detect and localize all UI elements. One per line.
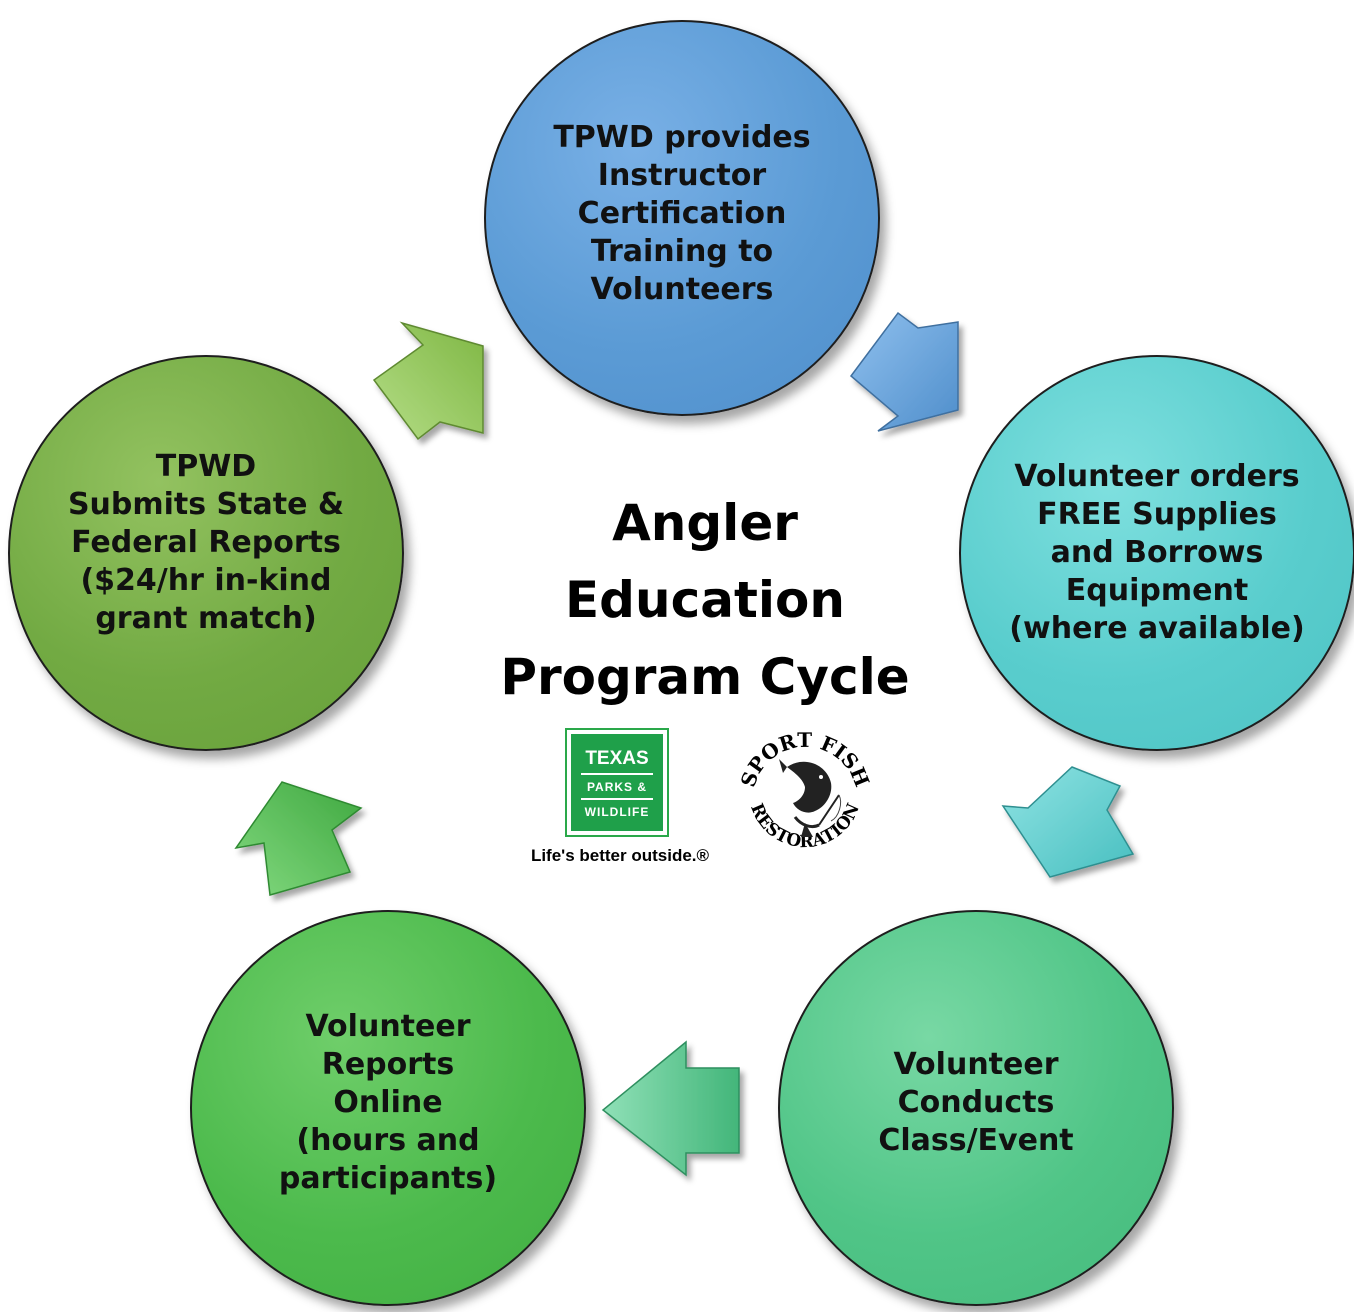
step-label: Volunteer Reports Online (hours and part… <box>278 1009 498 1196</box>
fish-icon <box>779 759 842 837</box>
step-conduct-class: Volunteer Conducts Class/Event <box>778 910 1174 1306</box>
step-order-supplies: Volunteer orders FREE Supplies and Borro… <box>959 355 1354 751</box>
step-report-online: Volunteer Reports Online (hours and part… <box>190 910 586 1306</box>
arrow-5 <box>372 321 484 441</box>
step-label: TPWD provides Instructor Certification T… <box>553 120 811 307</box>
step-label: Volunteer Conducts Class/Event <box>878 1047 1074 1158</box>
arrow-2 <box>1001 766 1135 878</box>
tpwd-logo-line3: WILDLIFE <box>584 805 650 819</box>
step-label: TPWD Submits State & Federal Reports ($2… <box>67 449 345 636</box>
step-instructor-training: TPWD provides Instructor Certification T… <box>484 20 880 416</box>
step-submit-reports: TPWD Submits State & Federal Reports ($2… <box>8 355 404 751</box>
diagram-title: Angler Education Program Cycle <box>500 494 910 706</box>
arrow-3 <box>601 1040 740 1177</box>
tpwd-tagline: Life's better outside.® <box>530 846 710 865</box>
arrow-1 <box>849 311 959 432</box>
step-label: Volunteer orders FREE Supplies and Borro… <box>1009 459 1305 646</box>
arrow-4 <box>234 781 363 896</box>
sport-fish-restoration-logo: SPORT FISH RESTORATION <box>736 728 875 852</box>
tpwd-logo-line2: PARKS & <box>586 780 648 794</box>
tpwd-logo: TEXAS PARKS & WILDLIFE <box>565 728 669 837</box>
tpwd-logo-line1: TEXAS <box>585 748 649 769</box>
